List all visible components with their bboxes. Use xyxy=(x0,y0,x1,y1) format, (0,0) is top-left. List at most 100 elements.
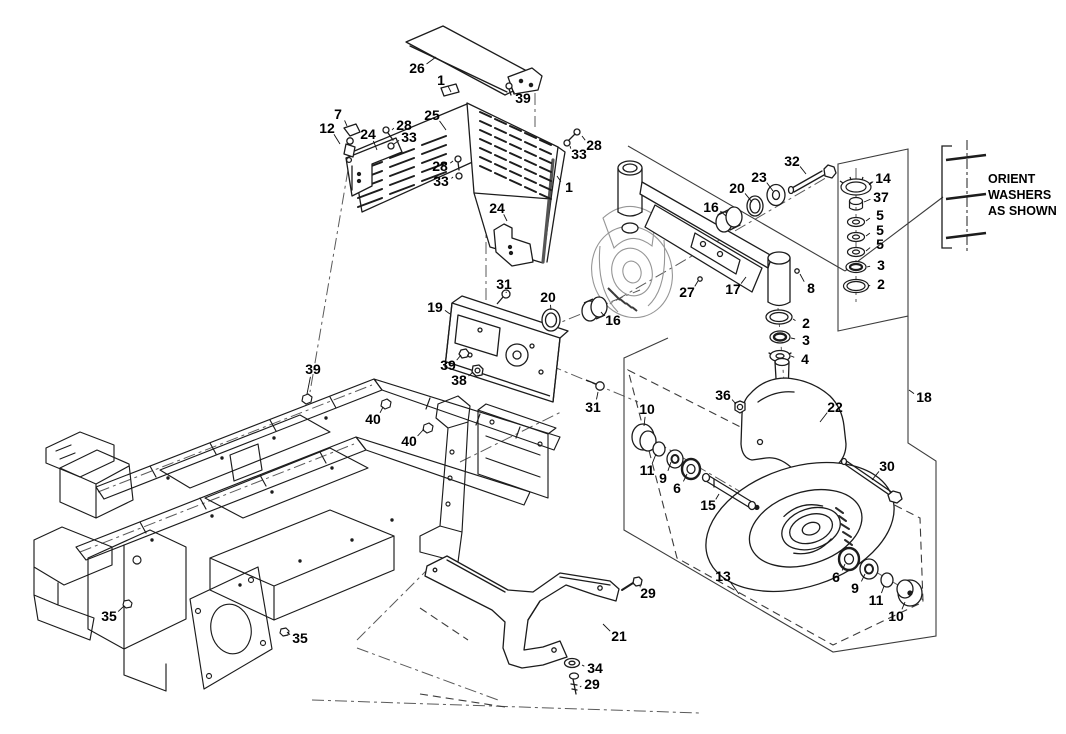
callout-leader-line xyxy=(468,371,474,377)
bolt-30 xyxy=(840,457,903,504)
callout-leader-line xyxy=(456,354,462,361)
part-callout-35: 35 xyxy=(292,630,308,646)
frame-rivets xyxy=(150,416,394,587)
part-callout-40: 40 xyxy=(401,433,417,449)
nut-35-a xyxy=(122,599,133,609)
nut-11-left xyxy=(652,441,666,457)
bolt-39-top xyxy=(505,82,513,96)
nut-11-right xyxy=(880,572,894,588)
part-callout-16: 16 xyxy=(605,312,621,328)
cover-assembly-art xyxy=(343,25,581,267)
part-37-nut xyxy=(848,196,864,211)
orient-annotation-line3: AS SHOWN xyxy=(988,204,1057,218)
part-callout-39: 39 xyxy=(515,90,531,106)
part-callout-33: 33 xyxy=(401,129,417,145)
part-callout-37: 37 xyxy=(873,189,889,205)
callout-leader-line xyxy=(417,428,425,437)
washer-group-box xyxy=(837,148,909,332)
part-5-washers xyxy=(846,216,866,258)
part-callout-24: 24 xyxy=(489,200,505,216)
callout-leader-line xyxy=(901,601,906,610)
callout-leader-line xyxy=(819,412,828,423)
part-callout-1: 1 xyxy=(565,179,573,195)
nut-40-b xyxy=(422,422,434,434)
nut-33-a xyxy=(387,142,395,150)
part-16-bushing-upper xyxy=(715,206,743,233)
part-2-ring-lower xyxy=(765,309,793,325)
part-callout-28: 28 xyxy=(586,137,602,153)
part-callout-11: 11 xyxy=(640,462,655,478)
callout-leader-line xyxy=(682,473,688,482)
part-callout-32: 32 xyxy=(784,153,800,169)
part-26-cover xyxy=(405,25,543,96)
part-callout-16: 16 xyxy=(703,199,719,215)
part-callout-24: 24 xyxy=(360,126,376,142)
bolt-28-a xyxy=(382,126,390,134)
axle-hardware-left xyxy=(631,423,757,511)
orient-annotation-line2: WASHERS xyxy=(988,188,1051,202)
callout-leader-line xyxy=(792,318,796,322)
callout-leader-line xyxy=(379,406,384,414)
part-callout-34: 34 xyxy=(587,660,603,676)
part-callout-28: 28 xyxy=(432,158,448,174)
callout-leader-line xyxy=(908,389,915,394)
callout-leader-line xyxy=(596,391,599,400)
part-callout-10: 10 xyxy=(639,401,655,417)
part-callout-25: 25 xyxy=(424,107,440,123)
part-callout-36: 36 xyxy=(715,387,731,403)
callout-leader-line xyxy=(600,311,605,316)
callout-leader-line xyxy=(569,145,572,149)
washer-34 xyxy=(563,657,581,669)
part-callout-2: 2 xyxy=(802,315,810,331)
part-24-bracket-lower xyxy=(493,223,534,267)
part-callout-13: 13 xyxy=(715,568,731,584)
part-callout-5: 5 xyxy=(876,207,884,223)
callout-leader-line xyxy=(426,56,437,65)
part-callout-2: 2 xyxy=(877,276,885,292)
callout-leader-line xyxy=(333,133,341,145)
nut-39-frame xyxy=(301,393,313,405)
part-callout-29: 29 xyxy=(584,676,600,692)
part-callout-39: 39 xyxy=(440,357,456,373)
callout-leader-line xyxy=(790,337,796,340)
callout-leader-line xyxy=(731,399,737,405)
bolt-31-bottom xyxy=(585,379,605,391)
part-callout-30: 30 xyxy=(879,458,895,474)
bolt-31-top xyxy=(496,289,511,305)
part-callout-33: 33 xyxy=(433,173,449,189)
callout-leader-line xyxy=(117,605,125,612)
part-callout-23: 23 xyxy=(751,169,767,185)
part-callout-26: 26 xyxy=(409,60,425,76)
part-1-vent-panel xyxy=(466,102,566,264)
part-callout-33: 33 xyxy=(571,146,587,162)
callout-leader-line xyxy=(372,140,378,151)
part-callout-35: 35 xyxy=(101,608,117,624)
part-callout-11: 11 xyxy=(869,592,884,608)
frame-nuts xyxy=(122,393,434,637)
callout-leader-line xyxy=(841,563,846,571)
part-callout-9: 9 xyxy=(659,470,667,486)
boundary-18 xyxy=(623,316,937,653)
bushing-16-mid xyxy=(581,296,608,322)
part-32-bolt xyxy=(787,164,837,195)
callout-leader-line xyxy=(579,685,582,688)
part-callout-39: 39 xyxy=(305,361,321,377)
callout-leader-line xyxy=(503,214,508,222)
callout-leader-line xyxy=(865,247,871,252)
callout-leader-line xyxy=(865,232,871,237)
callout-leader-line xyxy=(667,461,672,471)
assembly-boundary-lines xyxy=(419,145,944,708)
part-callout-6: 6 xyxy=(832,569,840,585)
callout-leader-line xyxy=(393,140,400,145)
callout-leader-line xyxy=(344,120,348,127)
part-24-bracket-left xyxy=(345,137,403,197)
callout-leader-line xyxy=(511,88,515,94)
bolt-29-upper xyxy=(621,576,643,591)
pin-8 xyxy=(794,268,800,274)
callout-leader-line xyxy=(556,175,562,182)
part-callout-20: 20 xyxy=(729,180,745,196)
part-callout-19: 19 xyxy=(427,299,443,315)
washer-stack-art xyxy=(839,176,873,294)
